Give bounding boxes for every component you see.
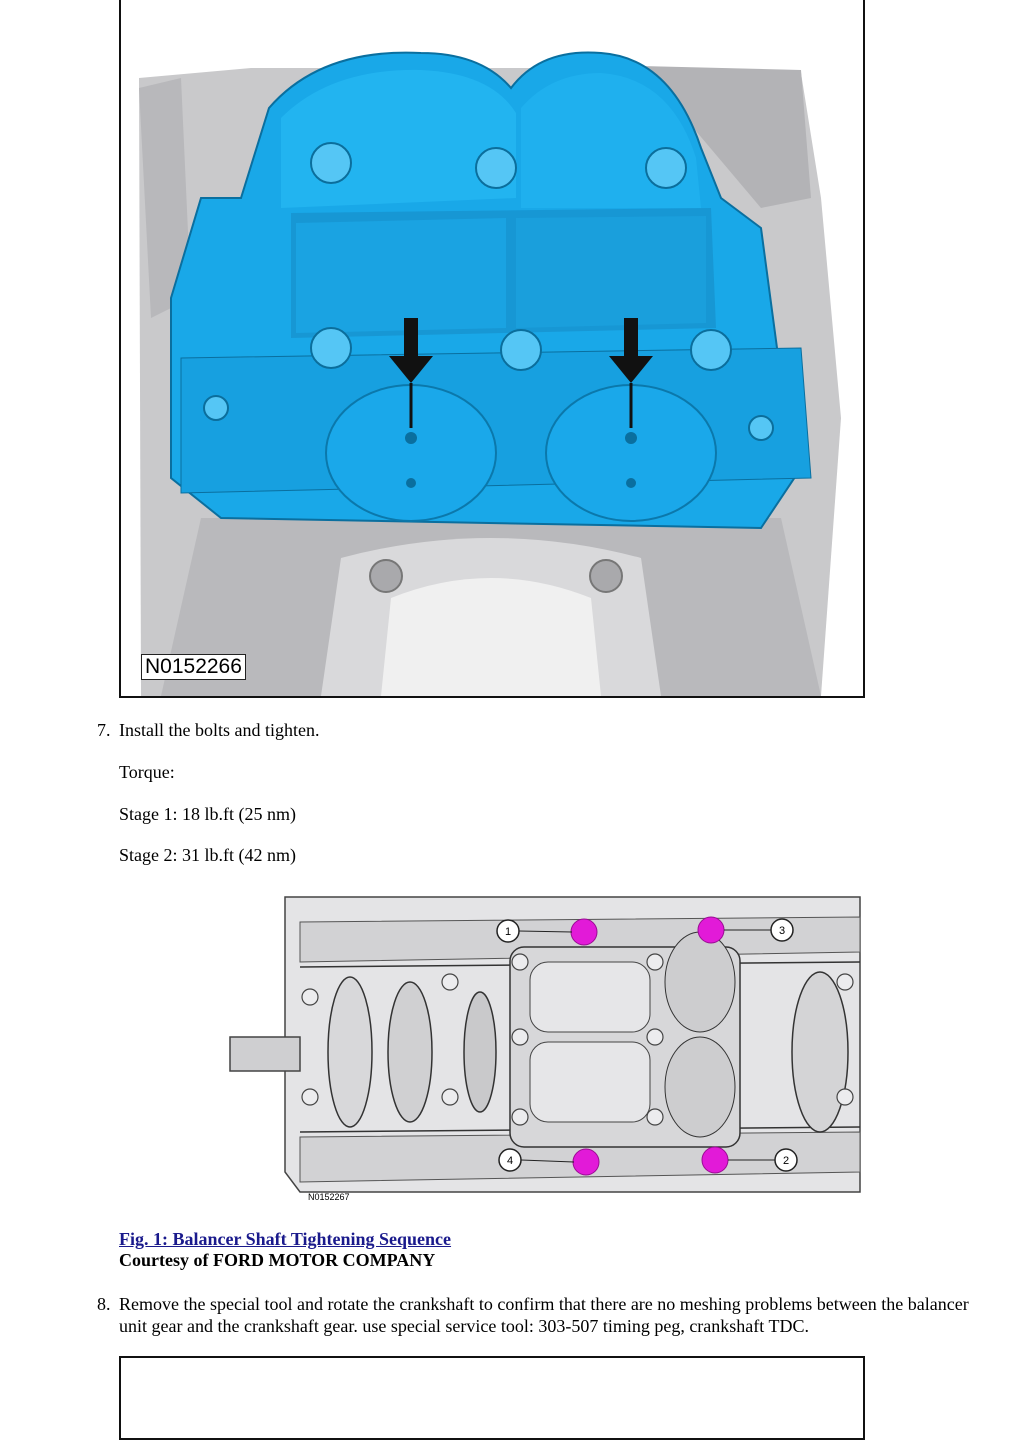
balancer-unit-illustration: N0152266 <box>119 0 865 698</box>
figure-id-label: N0152266 <box>141 654 246 680</box>
sequence-number: 4 <box>507 1155 513 1167</box>
down-arrow-icon <box>609 318 653 428</box>
torque-stage-1: Stage 1: 18 lb.ft (25 nm) <box>119 804 296 824</box>
sequence-badge: 1 2 3 4 <box>496 918 798 1172</box>
next-figure-frame <box>119 1356 865 1440</box>
figure-caption: Fig. 1: Balancer Shaft Tightening Sequen… <box>119 1229 451 1271</box>
sequence-number: 1 <box>505 926 511 938</box>
step-text: Install the bolts and tighten. <box>119 720 320 740</box>
balancer-unit-drawing <box>121 0 863 696</box>
tightening-sequence-drawing: 1 2 3 4 <box>229 896 861 1193</box>
step-number: 7. <box>97 720 111 740</box>
sequence-number: 2 <box>783 1155 789 1167</box>
sequence-number: 3 <box>779 925 785 937</box>
down-arrow-icon <box>389 318 433 428</box>
step-text: Remove the special tool and rotate the c… <box>119 1294 969 1336</box>
step-7: 7. Install the bolts and tighten. <box>97 719 320 741</box>
torque-label: Torque: <box>119 762 175 782</box>
figure-id-label: N0152267 <box>308 1192 350 1202</box>
figure-caption-link[interactable]: Fig. 1: Balancer Shaft Tightening Sequen… <box>119 1229 452 1249</box>
figure-courtesy: Courtesy of FORD MOTOR COMPANY <box>119 1250 436 1270</box>
step-8: 8. Remove the special tool and rotate th… <box>97 1293 999 1337</box>
bolt-marker <box>570 916 729 1176</box>
step-number: 8. <box>97 1294 111 1314</box>
tightening-sequence-illustration: 1 2 3 4 N0152267 <box>210 892 876 1204</box>
torque-stage-2: Stage 2: 31 lb.ft (42 nm) <box>119 845 296 865</box>
